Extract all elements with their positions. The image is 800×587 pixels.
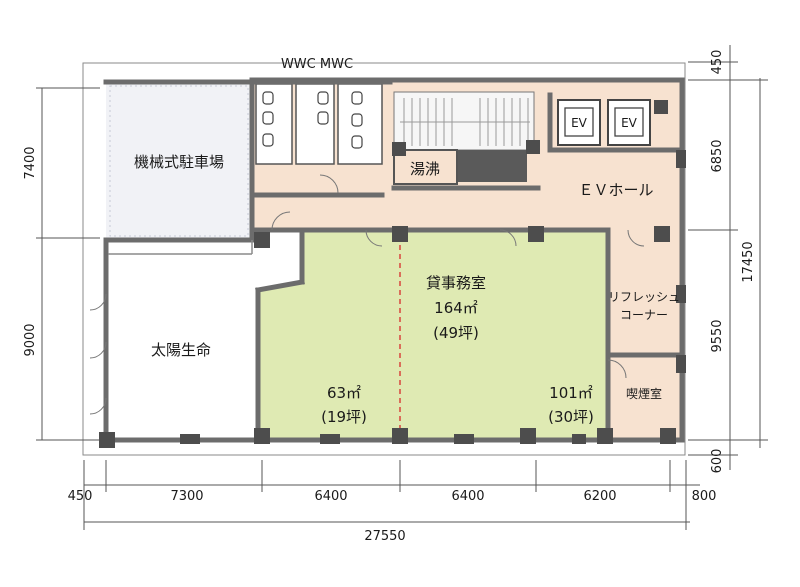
parking-hatch bbox=[109, 85, 249, 237]
taiyo-label: 太陽生命 bbox=[151, 341, 211, 359]
columns bbox=[99, 100, 686, 448]
door-swings bbox=[89, 174, 645, 415]
left-dimension-lines bbox=[36, 87, 100, 441]
dim-bottom-450: 450 bbox=[68, 489, 93, 504]
dim-right-total: 17450 bbox=[741, 241, 756, 282]
ev-hall-label: ＥＶホール bbox=[578, 181, 653, 199]
office-tsubo: (49坪) bbox=[433, 324, 479, 342]
bottom-dimension-lines bbox=[83, 460, 700, 530]
east-service-area bbox=[606, 230, 682, 440]
thin-walls bbox=[108, 240, 253, 255]
office-area: 164㎡ bbox=[434, 299, 478, 317]
ev-1-label: EV bbox=[571, 116, 588, 130]
shaft bbox=[457, 150, 527, 182]
dim-bottom-6400b: 6400 bbox=[451, 489, 484, 504]
yuwakashi-label: 湯沸 bbox=[410, 160, 440, 178]
elevator-1-car bbox=[564, 107, 594, 137]
office-area bbox=[258, 230, 608, 440]
toilet-fixtures bbox=[262, 91, 363, 149]
site-outline bbox=[82, 62, 686, 456]
ev-2-label: EV bbox=[621, 116, 638, 130]
stair-hall bbox=[393, 91, 535, 151]
dim-right-upper: 6850 bbox=[710, 139, 725, 172]
dim-bottom-6200: 6200 bbox=[583, 489, 616, 504]
refresh-label-2: コーナー bbox=[620, 308, 668, 322]
stair-treads bbox=[400, 98, 530, 146]
office-title: 貸事務室 bbox=[426, 274, 486, 292]
smoking-label: 喫煙室 bbox=[626, 386, 662, 401]
dim-bottom-7300: 7300 bbox=[170, 489, 203, 504]
parking-label: 機械式駐車場 bbox=[134, 153, 224, 171]
dim-bottom-6400a: 6400 bbox=[314, 489, 347, 504]
dim-bottom-800: 800 bbox=[692, 489, 717, 504]
parking-area bbox=[106, 82, 252, 240]
dim-left-lower: 9000 bbox=[23, 323, 38, 356]
wwc-mwc-label: WWC MWC bbox=[281, 57, 353, 72]
dim-bottom-right: 600 bbox=[710, 449, 725, 474]
right-dimension-lines bbox=[688, 45, 768, 470]
dim-left-upper: 7400 bbox=[23, 146, 38, 179]
dim-total-width: 27550 bbox=[364, 529, 405, 544]
toilet-block bbox=[255, 83, 383, 165]
right-area: 101㎡ bbox=[549, 384, 593, 402]
dim-top-right: 450 bbox=[710, 50, 725, 75]
dim-right-lower: 9550 bbox=[710, 319, 725, 352]
left-tsubo: (19坪) bbox=[321, 408, 367, 426]
right-tsubo: (30坪) bbox=[548, 408, 594, 426]
elevator-2-car bbox=[614, 107, 644, 137]
refresh-label-1: リフレッシュ bbox=[608, 290, 680, 304]
left-area: 63㎡ bbox=[327, 384, 361, 402]
